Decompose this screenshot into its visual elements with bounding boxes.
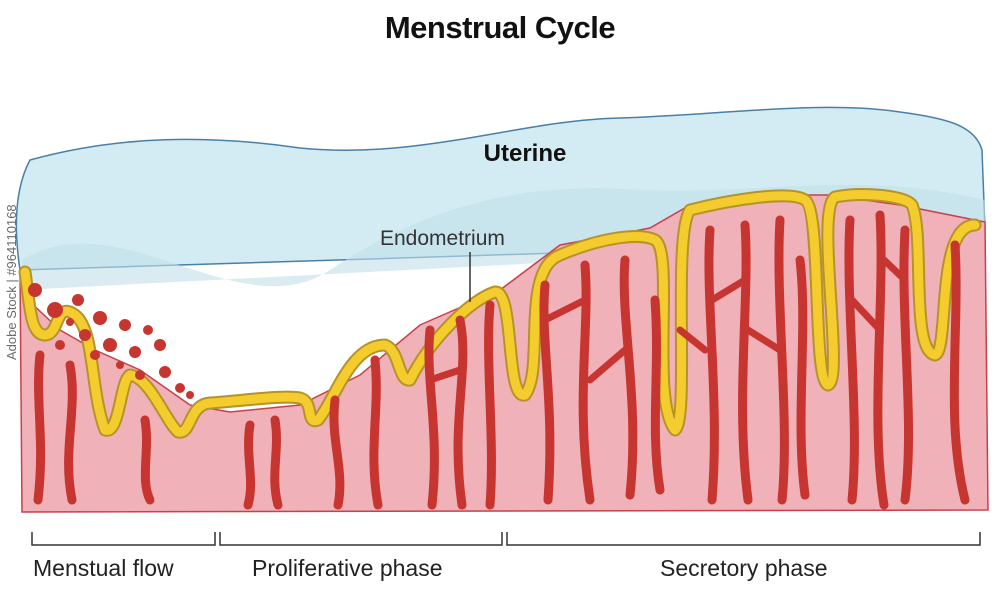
gland-branch <box>586 346 629 384</box>
bracket-secretory <box>506 532 981 546</box>
phase-brackets <box>31 532 981 546</box>
gland <box>873 210 889 510</box>
gland <box>369 355 383 510</box>
gland <box>33 350 46 505</box>
gland-branch <box>880 256 909 284</box>
gland <box>844 215 859 505</box>
gland <box>140 415 155 505</box>
gland <box>539 280 555 505</box>
gland <box>738 220 753 505</box>
gland <box>329 395 345 510</box>
gland <box>64 360 77 505</box>
glands <box>33 210 970 510</box>
stock-watermark: Adobe Stock | #964110168 <box>4 204 19 360</box>
phase-label-secretory: Secretory phase <box>660 555 828 581</box>
gland <box>484 300 496 510</box>
gland <box>424 325 439 510</box>
gland <box>578 260 595 505</box>
gland <box>619 255 638 500</box>
gland <box>899 225 913 505</box>
gland-branch <box>708 276 749 304</box>
gland <box>243 420 256 510</box>
gland-branch <box>676 326 709 354</box>
gland-branch <box>541 296 589 324</box>
phase-label-menstrual-flow: Menstual flow <box>33 555 174 581</box>
gland-branch <box>744 326 784 354</box>
bracket-proliferative <box>219 532 503 546</box>
phase-label-proliferative: Proliferative phase <box>252 555 443 581</box>
bracket-menstrual-flow <box>31 532 216 546</box>
endometrium-label: Endometrium <box>380 227 505 250</box>
diagram-title: Menstrual Cycle <box>384 10 616 45</box>
gland-branch <box>848 296 884 334</box>
gland <box>453 315 468 510</box>
gland <box>949 240 970 505</box>
gland <box>704 225 719 505</box>
gland <box>774 215 789 505</box>
gland-branch <box>426 366 464 384</box>
gland <box>795 255 810 500</box>
uterine-label: Uterine <box>483 140 567 167</box>
gland <box>270 415 283 510</box>
gland <box>650 295 665 495</box>
shed-fragments <box>28 283 194 399</box>
